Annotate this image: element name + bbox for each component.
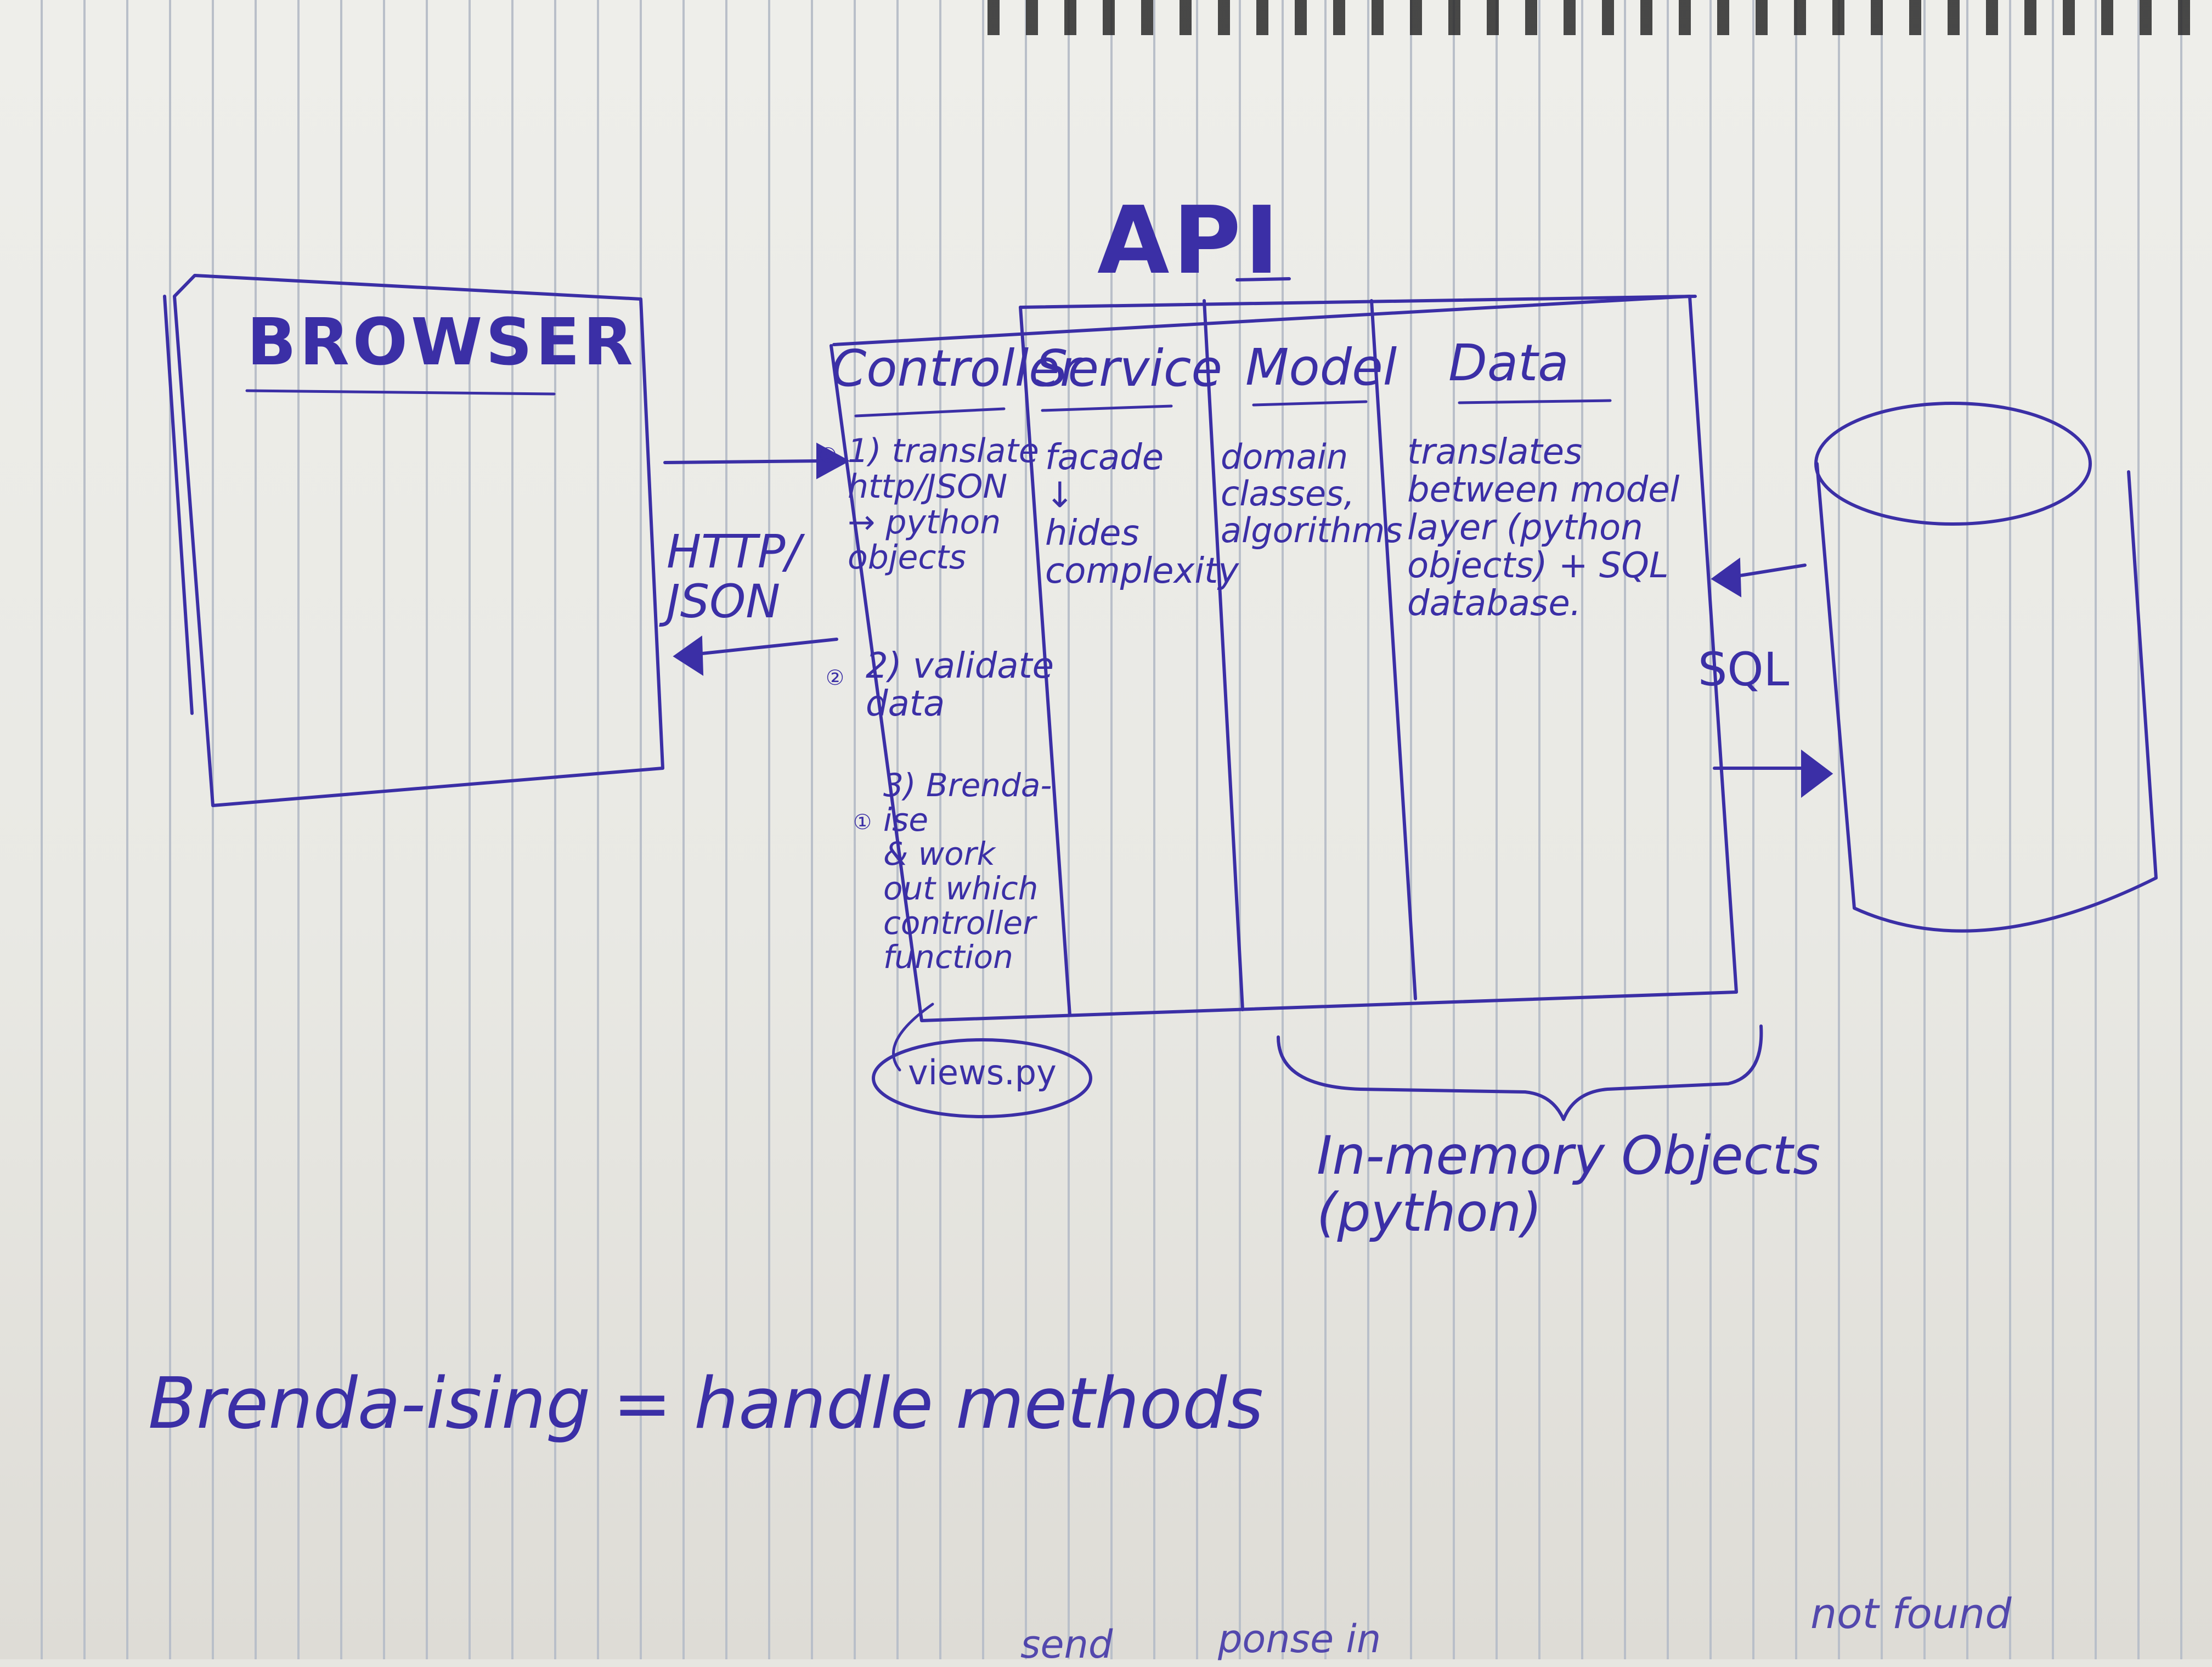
- arrowhead-left-2: [1711, 557, 1742, 598]
- database-cylinder-top: [1814, 402, 2092, 526]
- bottom-fragment-3: ponse in: [1218, 1617, 1381, 1662]
- header-service: Service: [1036, 339, 1223, 398]
- spiral-binding: [988, 0, 2212, 35]
- controller-step1-text: 1) translate http/JSON → python objects: [848, 432, 1039, 577]
- controller-step3-number: ①: [853, 810, 872, 834]
- footnote: Brenda-ising = handle methods: [148, 1363, 1263, 1445]
- protocol-label: HTTP/ JSON: [667, 525, 801, 628]
- controller-step2-text: 2) validate data: [866, 646, 1054, 725]
- underline-service: [1041, 404, 1173, 412]
- bottom-fragment-2: send: [1020, 1622, 1113, 1667]
- controller-step1-number: ③: [819, 443, 838, 468]
- in-memory-brace: [1277, 1024, 1763, 1121]
- views-pointer: [892, 1003, 934, 1072]
- underline-model: [1252, 400, 1368, 407]
- divider-service-model: [1203, 299, 1244, 1011]
- api-frame: [830, 295, 1738, 1022]
- arrow-to-browser: [695, 638, 838, 656]
- header-model: Model: [1245, 338, 1397, 397]
- arrowhead-left-1: [673, 635, 704, 676]
- header-data: Data: [1448, 334, 1569, 392]
- browser-box: [163, 274, 664, 807]
- divider-controller-service: [1019, 306, 1071, 1017]
- arrowhead-right-1: [816, 442, 850, 480]
- database-cylinder-body: [1815, 462, 2158, 933]
- underline-data: [1458, 399, 1612, 404]
- service-text: facade ↓ hides complexity: [1045, 437, 1239, 592]
- views-oval: [872, 1038, 1092, 1118]
- api-top-line: [1019, 295, 1697, 309]
- sql-label: SQL: [1698, 643, 1790, 696]
- model-text: domain classes, algorithms: [1221, 437, 1403, 550]
- api-title: API: [1097, 187, 1283, 295]
- arrow-to-controller: [663, 459, 822, 464]
- bottom-fragment-1: not found: [1810, 1589, 2012, 1638]
- controller-step2-number: ②: [826, 666, 845, 690]
- in-memory-label: In-memory Objects (python): [1317, 1125, 1821, 1243]
- underline-browser: [245, 389, 556, 396]
- underline-controller: [854, 407, 1006, 418]
- divider-model-data: [1370, 299, 1417, 1000]
- api-title-underline: [1235, 277, 1291, 281]
- views-label: views.py: [908, 1052, 1057, 1092]
- controller-step3-text: 3) Brenda- ise & work out which controll…: [883, 767, 1052, 976]
- header-controller: Controller: [831, 339, 1081, 398]
- data-text: translates between model layer (python o…: [1407, 432, 1680, 624]
- arrowhead-right-2: [1801, 749, 1833, 798]
- arrow-to-data: [1735, 564, 1807, 578]
- browser-label: BROWSER: [247, 304, 636, 380]
